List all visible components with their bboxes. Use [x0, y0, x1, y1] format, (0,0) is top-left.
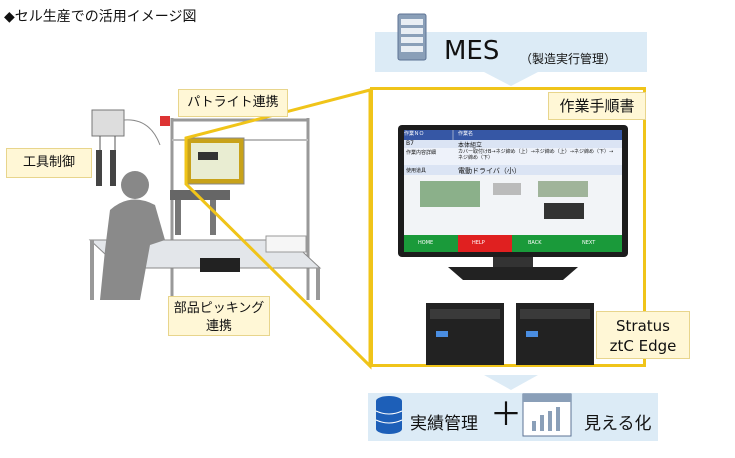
screen-row3-right: 電動ドライバ（小） — [458, 167, 521, 175]
stratus-label: Stratus ztC Edge — [596, 311, 690, 359]
stratus-line2: ztC Edge — [609, 337, 677, 355]
performance-management-label: 実績管理 — [410, 414, 478, 434]
bar-chart-icon — [522, 393, 572, 437]
screen-row2-left: 作業内容詳細 — [406, 150, 437, 156]
tool-control-label: 工具制御 — [6, 148, 92, 178]
screen-row2-right: カバー取付けB→ネジ締め（上）→ネジ締め（上）→ネジ締め（下）→ネジ締め（下） — [458, 149, 614, 161]
screen-row1-right: 本体組立 — [458, 142, 483, 149]
screen-button-home[interactable]: HOME — [418, 240, 434, 246]
screen-button-next[interactable]: NEXT — [582, 240, 596, 246]
page-title: ◆セル生産での活用イメージ図 — [4, 9, 197, 25]
monitor — [398, 125, 628, 280]
screen-row1-left: B7 — [406, 140, 414, 147]
detail-frame — [370, 87, 646, 367]
screen-header-left: 作業ＮＯ — [404, 131, 425, 137]
picking-line2: 連携 — [205, 319, 232, 334]
parts-picking-label: 部品ピッキング 連携 — [168, 296, 270, 336]
procedure-label: 作業手順書 — [548, 92, 646, 120]
plus-sign: ＋ — [490, 395, 523, 433]
visualization-label: 見える化 — [584, 414, 652, 434]
screen-button-back[interactable]: BACK — [528, 240, 542, 246]
stratus-line1: Stratus — [616, 317, 670, 335]
screen-row3-left: 使用道具 — [406, 168, 427, 174]
screen-button-help[interactable]: HELP — [472, 240, 485, 246]
picking-line1: 部品ピッキング — [173, 301, 265, 316]
patlite-label: パトライト連携 — [178, 89, 288, 117]
cell-production-illustration — [88, 109, 322, 300]
bottom-band — [368, 393, 658, 441]
mes-subtitle: （製造実行管理） — [520, 52, 617, 66]
screen-header-right: 作業名 — [458, 131, 474, 137]
database-icon — [375, 396, 403, 434]
server-icon — [397, 13, 427, 61]
mes-title: MES — [444, 36, 500, 66]
edge-devices — [426, 303, 594, 365]
